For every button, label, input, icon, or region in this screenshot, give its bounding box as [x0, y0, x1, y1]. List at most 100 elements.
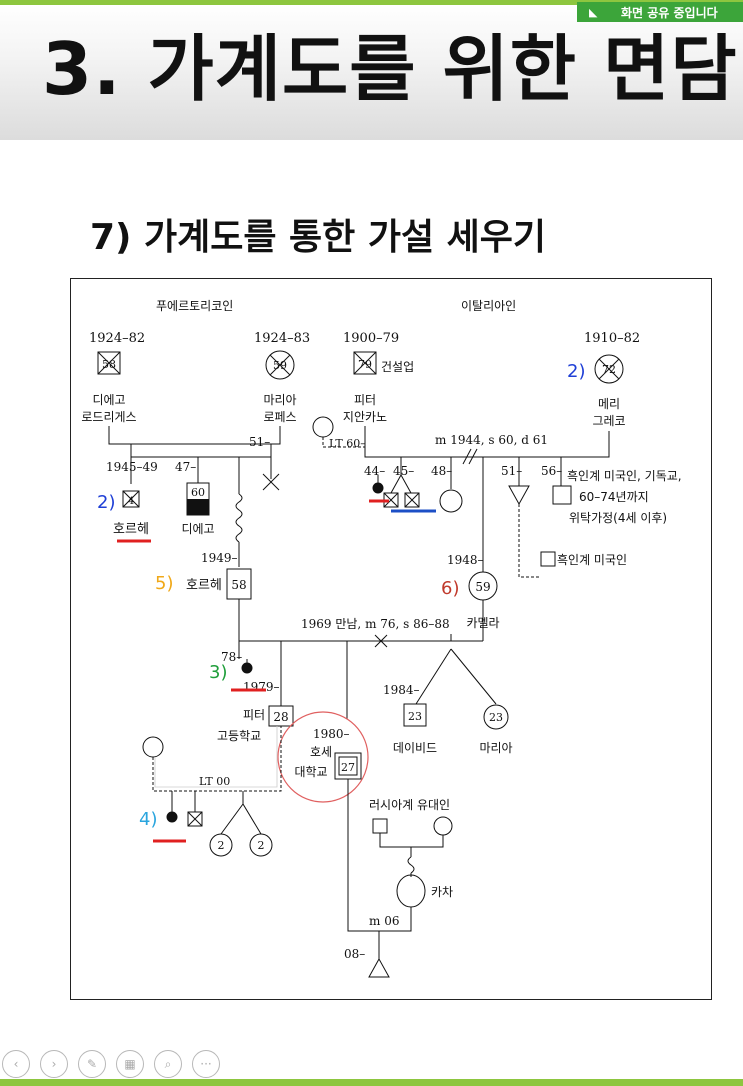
jorge-child-name: 호르헤 [113, 522, 149, 537]
marker-jorge-child: 2) [97, 492, 115, 513]
maria-sr-circle [265, 350, 295, 380]
c48-circle [439, 489, 463, 513]
diego-sr-years: 1924–82 [89, 331, 145, 346]
jose-highlight-circle [277, 711, 369, 803]
jorge-child-square [122, 490, 140, 508]
prev-icon: ‹ [13, 1057, 19, 1071]
pen-button[interactable]: ✎ [78, 1050, 106, 1078]
diego-jr-birth: 47– [175, 460, 196, 474]
marker-mary: 2) [567, 361, 585, 382]
david-birth: 1984– [383, 683, 420, 697]
share-icon: ◣ [589, 5, 598, 19]
af-am-name: 흑인계 미국인 [557, 553, 627, 567]
jorge-birth: 1949– [201, 551, 238, 565]
c48-birth: 48– [431, 464, 452, 478]
mary-name1: 메리 [598, 397, 620, 411]
gc2-circle [249, 833, 273, 857]
david-square [403, 703, 427, 727]
peter-jr-age: 28 [273, 710, 288, 724]
gc-fetus-circle [166, 811, 178, 823]
share-badge-label: 화면 공유 중입니다 [621, 5, 718, 20]
jose-name1: 호세 [310, 745, 332, 759]
diego-sr-name2: 로드리게스 [81, 410, 136, 424]
zoom-icon: ⌕ [164, 1056, 172, 1071]
peter-jr-school: 고등학교 [217, 729, 261, 743]
jorge-camella-relation: 1969 만남, m 76, s 86–88 [301, 617, 450, 631]
lt-peter-label: LT 60– [329, 437, 366, 450]
af-am-square [540, 551, 556, 567]
c56-square [552, 485, 572, 505]
slide-header: 3. 가계도를 위한 면담 [0, 5, 743, 140]
next-slide-button[interactable]: › [40, 1050, 68, 1078]
peter-sr-square [353, 351, 377, 375]
c45-twin-b [404, 492, 420, 508]
c56-note3: 위탁가정(4세 이후) [569, 511, 667, 525]
diego-sr-age: 58 [102, 358, 116, 371]
marker-jorge: 5) [155, 573, 173, 594]
camella-age: 59 [475, 580, 490, 594]
jorge-age: 58 [231, 578, 246, 592]
peter-jr-birth: 1979– [243, 680, 280, 694]
jose-name2: 대학교 [294, 765, 327, 779]
c51b-triangle [508, 485, 530, 506]
camella-birth: 1948– [447, 553, 484, 567]
gc-square [187, 811, 203, 827]
gc1-age: 2 [218, 839, 225, 852]
c56-note1: 흑인계 미국인, 기독교, [567, 469, 682, 483]
katya-mother-circle [433, 816, 453, 836]
diego-jr-name: 디에고 [181, 522, 214, 536]
c45-birth: 45– [393, 464, 414, 478]
david-name: 데이비드 [393, 741, 437, 755]
more-options-button[interactable]: ··· [192, 1050, 220, 1078]
david-age: 23 [408, 710, 422, 723]
peter-jr-partner-circle [142, 736, 164, 758]
next-icon: › [51, 1057, 57, 1071]
c78-birth: 78– [221, 650, 242, 664]
slide-title: 3. 가계도를 위한 면담 [42, 27, 738, 111]
mary-years: 1910–82 [584, 331, 640, 346]
gc1-circle [209, 833, 233, 857]
peter-sr-name2: 지안카노 [343, 410, 387, 424]
maria-jr-name: 마리아 [479, 741, 512, 755]
origin-left: 푸에르토리코인 [156, 299, 233, 313]
top-accent-bar [0, 0, 743, 5]
baby-birth: 08– [344, 947, 365, 961]
peter-sr-years: 1900–79 [343, 331, 399, 346]
zoom-button[interactable]: ⌕ [154, 1050, 182, 1078]
mary-circle [594, 354, 624, 384]
maria-jr-circle [483, 704, 509, 730]
presentation-controls: ‹ › ✎ ▦ ⌕ ··· [2, 1050, 230, 1078]
jose-age: 27 [341, 761, 355, 774]
sib51-birth: 51– [249, 435, 270, 449]
jose-katya-marriage: m 06 [369, 914, 399, 928]
bottom-accent-bar [0, 1079, 743, 1086]
genogram-diagram: 푸에르토리코인 이탈리아인 1924–82 58 디에고 로드리게스 1924–… [70, 278, 712, 1000]
prev-slide-button[interactable]: ‹ [2, 1050, 30, 1078]
peter-sr-job: 건설업 [381, 360, 414, 374]
baby-triangle [368, 957, 390, 978]
maria-sr-name1: 마리아 [263, 393, 296, 407]
katya-circle [396, 874, 426, 908]
jorge-name: 호르헤 [186, 578, 222, 593]
c78-circle [241, 662, 253, 674]
katya-name: 카차 [431, 885, 453, 899]
slides-icon: ▦ [124, 1057, 136, 1071]
maria-sr-name2: 로페스 [263, 410, 296, 424]
peter-jr-name: 피터 [243, 708, 265, 722]
mary-age: 72 [602, 363, 616, 376]
jose-birth: 1980– [313, 727, 350, 741]
c56-birth: 56– [541, 464, 562, 478]
c56-note2: 60–74년까지 [579, 490, 649, 504]
screen-share-badge[interactable]: ◣ 화면 공유 중입니다 [577, 2, 743, 22]
origin-right: 이탈리아인 [461, 299, 516, 313]
marker-gc: 4) [139, 809, 157, 830]
slides-overview-button[interactable]: ▦ [116, 1050, 144, 1078]
lt-peter-jr-label: LT 00 [199, 775, 230, 788]
c44-circle [372, 482, 384, 494]
maria-sr-age: 59 [273, 359, 287, 372]
diego-jr-age: 60 [191, 486, 205, 499]
jorge-child-years: 1945–49 [106, 460, 158, 474]
pen-icon: ✎ [86, 1057, 98, 1071]
marriage-peter-mary: m 1944, s 60, d 61 [435, 433, 548, 447]
katya-origin: 러시아계 유대인 [369, 798, 450, 812]
